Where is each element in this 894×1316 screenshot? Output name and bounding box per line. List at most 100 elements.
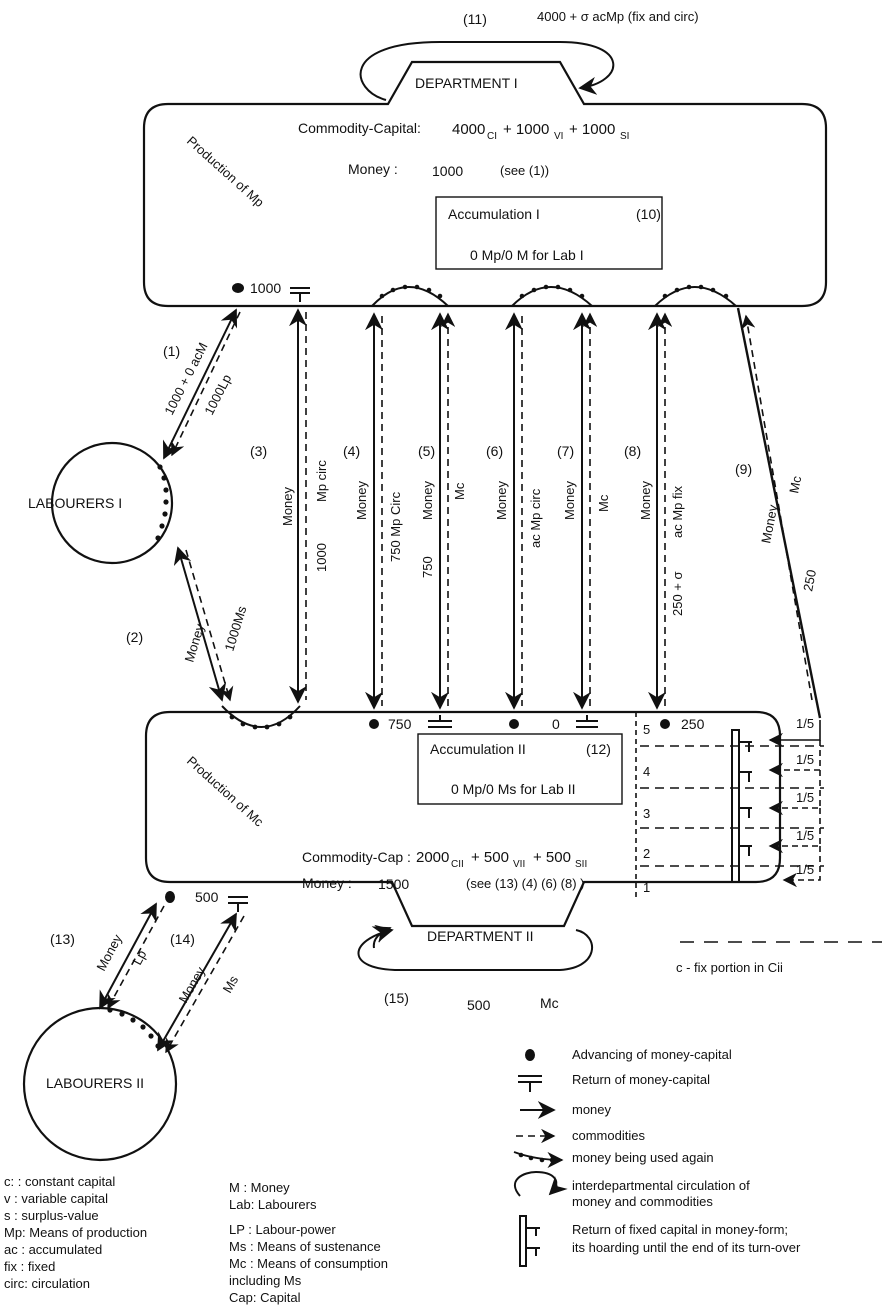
advance-money-dot-750 xyxy=(369,719,379,729)
advance-money-dot-250 xyxy=(660,719,670,729)
flow-9-number: (9) xyxy=(735,461,752,477)
legend-loop-label-2: money and commodities xyxy=(572,1194,713,1209)
abbrev-left-6: fix : fixed xyxy=(4,1259,55,1274)
department-2-side-label: Production of Mc xyxy=(184,753,267,830)
fifth-5: 1/5 xyxy=(796,862,814,877)
flow-4-5-reused-money-arc xyxy=(371,286,449,307)
fifth-4: 1/5 xyxy=(796,828,814,843)
accumulation-2-box xyxy=(417,733,623,805)
department-2-loop-value: 500 xyxy=(467,997,491,1013)
abbrev-left-5: ac : accumulated xyxy=(4,1242,102,1257)
commodity-capital-2-label: Commodity-Cap : xyxy=(302,849,411,865)
money-1-value: 1000 xyxy=(432,163,463,179)
advance-money-dot-0 xyxy=(509,719,519,729)
flow-13-label-a: Money xyxy=(93,931,125,973)
dept-2-value-500: 500 xyxy=(195,889,219,905)
commodity-capital-2-c: + 500 xyxy=(533,849,571,866)
flow-6-label-a: Money xyxy=(494,480,509,520)
department-1-title: DEPARTMENT I xyxy=(415,75,518,91)
legend-comb-label-1: Return of fixed capital in money-form; xyxy=(572,1222,788,1237)
department-1-box xyxy=(142,60,828,308)
flow-7-number: (7) xyxy=(557,443,574,459)
flow-8-label-c: 250 + σ xyxy=(670,571,685,616)
abbrev-left-1: c: : constant capital xyxy=(4,1174,115,1189)
commodity-capital-2-a: 2000 xyxy=(416,849,449,866)
flow-2-label-b: 1000Ms xyxy=(222,604,250,653)
return-money-symbol-0 xyxy=(576,715,598,728)
legend-loop-label-1: interdepartmental circulation of xyxy=(572,1178,750,1193)
abbrev-right-5: Mc : Means of consumption xyxy=(229,1256,388,1271)
fifth-2: 1/5 xyxy=(796,752,814,767)
flow-3-label-a: Money xyxy=(280,486,295,526)
legend-comb-icon xyxy=(519,1215,540,1267)
accumulation-1-box xyxy=(435,196,663,270)
flow-1-number: (1) xyxy=(163,343,180,359)
level-2: 2 xyxy=(643,846,650,861)
money-2-note: (see (13) (4) (6) (8) ) xyxy=(466,876,584,891)
abbrev-right-6: including Ms xyxy=(229,1273,302,1288)
return-money-symbol-750 xyxy=(428,715,452,728)
flow-6-7-reused-money-arc xyxy=(511,286,593,307)
abbrev-left-3: s : surplus-value xyxy=(4,1208,99,1223)
department-2-box xyxy=(144,710,782,928)
flow-1-money-arrow xyxy=(162,308,238,460)
commodity-capital-1-c-sub: SI xyxy=(620,131,629,142)
flow-2-label-a: Money xyxy=(182,622,208,664)
department-2-loop-left-head xyxy=(371,926,392,949)
flow-4-label-b: 750 Mp Circ xyxy=(388,491,403,562)
commodity-capital-1-a-sub: CI xyxy=(487,131,497,142)
flow-13-money-arrow xyxy=(99,902,157,1010)
fix-note: c - fix portion in Cii xyxy=(676,960,783,975)
flow-13-number: (13) xyxy=(50,931,75,947)
flow-7-label-b: Mc xyxy=(596,494,611,512)
department-1-loop-arrow xyxy=(359,41,615,101)
advance-money-dot-1 xyxy=(232,283,244,293)
labourers-1-reused-money-beads xyxy=(155,464,169,541)
flow-4-5-reused-money-beads xyxy=(379,284,443,299)
abbreviations-left: c: : constant capital v : variable capit… xyxy=(4,1174,147,1291)
department-2-title: DEPARTMENT II xyxy=(427,928,534,944)
legend-advance-icon xyxy=(525,1049,535,1061)
flow-9-label-b: Mc xyxy=(786,474,804,494)
abbrev-right-4: Ms : Means of sustenance xyxy=(229,1239,381,1254)
level-5: 5 xyxy=(643,722,650,737)
commodity-capital-2-c-sub: SII xyxy=(575,859,587,870)
flow-8-9-reused-money-beads xyxy=(662,284,729,299)
money-2-label: Money : xyxy=(302,875,352,891)
flow-1-label-b: 1000Lp xyxy=(201,372,234,417)
level-3: 3 xyxy=(643,806,650,821)
flow-14-commodity-arrow xyxy=(165,915,245,1054)
flow-13-label-b: Lp xyxy=(129,948,149,968)
flow-8-label-a: Money xyxy=(638,480,653,520)
flow-8-9-reused-money-arc xyxy=(654,286,737,307)
department-2-loop-arrow xyxy=(357,924,593,971)
fifth-3: 1/5 xyxy=(796,790,814,805)
flow-2-money-arrow xyxy=(173,546,227,702)
abbrev-right-1: M : Money xyxy=(229,1180,290,1195)
money-1-label: Money : xyxy=(348,161,398,177)
flow-1-commodity-arrow xyxy=(171,311,241,457)
abbrev-left-7: circ: circulation xyxy=(4,1276,90,1291)
flow-8-label-b: ac Mp fix xyxy=(670,485,685,538)
flow-5-number: (5) xyxy=(418,443,435,459)
flow-2-number: (2) xyxy=(126,629,143,645)
flow-2-3-reused-money-beads xyxy=(229,714,293,730)
flow-5-label-b: 750 xyxy=(420,556,435,578)
department-2-loop-label: Mc xyxy=(540,995,559,1011)
accumulation-2-text: 0 Mp/0 Ms for Lab II xyxy=(451,781,576,797)
department-1-side-label: Production of Mp xyxy=(184,133,267,210)
legend-money-label: money xyxy=(572,1102,612,1117)
money-1-note: (see (1)) xyxy=(500,163,549,178)
abbrev-right-3: LP : Labour-power xyxy=(229,1222,336,1237)
accumulation-2-title: Accumulation II xyxy=(430,741,526,757)
legend-advance-label: Advancing of money-capital xyxy=(572,1047,732,1062)
level-4: 4 xyxy=(643,764,650,779)
flow-2-3-reused-money-arc xyxy=(221,705,301,728)
flow-4-number: (4) xyxy=(343,443,360,459)
flow-6-label-b: ac Mp circ xyxy=(528,488,543,548)
labourers-2-label: LABOURERS II xyxy=(46,1075,144,1091)
fixed-capital-comb-icon xyxy=(731,729,752,883)
flow-9-money-line xyxy=(736,307,822,719)
dept-2-value-0: 0 xyxy=(552,716,560,732)
dept-2-value-750: 750 xyxy=(388,716,412,732)
